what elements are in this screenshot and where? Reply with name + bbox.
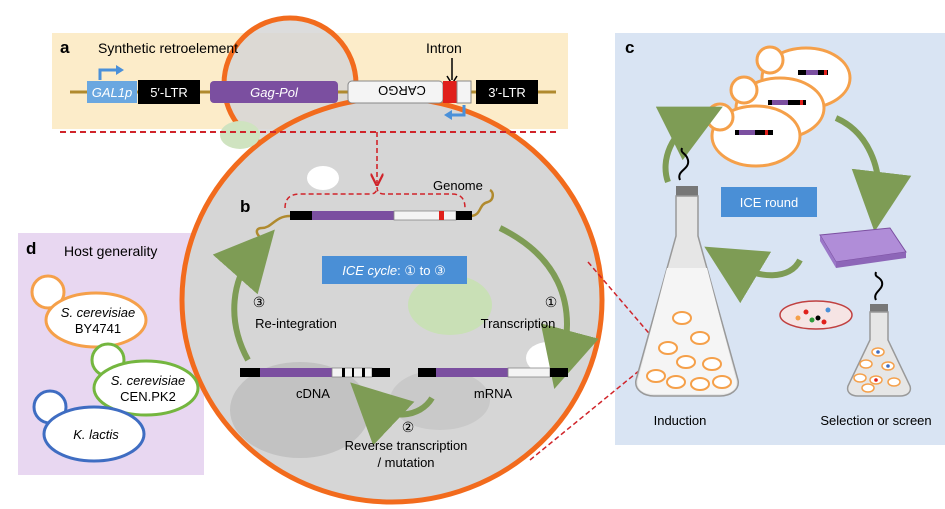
- cdna-ltr3: [372, 368, 390, 377]
- cdna-mutation-1: [342, 368, 345, 377]
- step2-label-line2: / mutation: [377, 455, 434, 470]
- panel-a-letter: a: [60, 38, 70, 57]
- mrna-ltr5: [418, 368, 436, 377]
- step1-number: ①: [545, 294, 558, 310]
- organelle-green: [220, 121, 260, 149]
- host1-bud: [30, 274, 66, 310]
- step3-label: Re-integration: [255, 316, 337, 331]
- reverse-transcription-arrow: [350, 382, 435, 446]
- ice-cycle-suffix: : ① to ③: [397, 263, 446, 278]
- panel-d-title: Host generality: [64, 243, 157, 259]
- gagpol-label: Gag-Pol: [250, 85, 299, 100]
- panel-d-letter: d: [26, 239, 36, 258]
- genome-dna-right: [469, 188, 494, 218]
- ice-round-box: [721, 187, 817, 217]
- promoter-arrow-icon: [98, 68, 118, 80]
- cycle-arrow-top-right: [834, 115, 912, 232]
- gal1p-block: [87, 81, 137, 103]
- genome-brace: [284, 186, 466, 209]
- ltr3-label: 3′-LTR: [488, 85, 526, 100]
- organelle-white: [307, 166, 339, 190]
- step1-label: Transcription: [481, 316, 556, 331]
- organelle-grey-blob: [230, 362, 370, 458]
- petri-dish: [779, 300, 853, 330]
- mrna-cargo: [507, 367, 551, 378]
- ice-cycle-box: [322, 256, 467, 284]
- reverse-promoter-arrow-icon: [450, 105, 466, 117]
- induction-flask: [635, 147, 739, 397]
- mrna-ltr3: [550, 368, 568, 377]
- host1-cell: [44, 291, 148, 349]
- transcription-arrow: [498, 225, 599, 389]
- ice-cycle-label: ICE cycle: ① to ③: [342, 263, 446, 278]
- host3-cell: [42, 405, 146, 463]
- genome-element-gagpol: [312, 211, 394, 220]
- gagpol-block: [210, 81, 338, 103]
- ltr5-label: 5′-LTR: [150, 85, 188, 100]
- selection-flask: [846, 271, 912, 397]
- selection-label: Selection or screen: [820, 413, 931, 428]
- step3-number: ③: [253, 294, 266, 310]
- panel-a: a Synthetic retroelement Intron GAL1p 5′…: [60, 38, 560, 183]
- cargo-label: CARGO: [378, 83, 426, 98]
- induction-label: Induction: [654, 413, 707, 428]
- intron-block: [443, 81, 457, 103]
- panel-c: c ICE round: [625, 38, 932, 428]
- host1-line2: BY4741: [75, 321, 121, 336]
- reintegration-arrow: [212, 229, 275, 362]
- panel-b-letter: b: [240, 197, 250, 216]
- cdna-ltr5: [240, 368, 260, 377]
- genome-element-ltr3: [456, 211, 472, 220]
- ice-round-label: ICE round: [740, 195, 799, 210]
- host2-line1: S. cerevisiae: [111, 373, 185, 388]
- mrna-gagpol: [436, 368, 508, 377]
- panel-c-letter: c: [625, 38, 634, 57]
- cdna-label: cDNA: [296, 386, 330, 401]
- genome-label: Genome: [433, 178, 483, 193]
- ltr3-block: [476, 80, 538, 104]
- ice-cycle-prefix: ICE cycle: [342, 263, 397, 278]
- genome-element-cargo: [393, 210, 457, 221]
- intron-label: Intron: [426, 40, 462, 56]
- genome-element-intron: [439, 211, 444, 220]
- host3-label: K. lactis: [73, 427, 119, 442]
- host2-cell: [92, 359, 200, 417]
- cdna-mutation-2: [352, 368, 354, 377]
- cycle-arrow-top-left: [655, 106, 723, 184]
- panel-d: d Host generality S. cerevisiae BY4741 S…: [26, 239, 200, 463]
- cdna-gagpol: [260, 368, 332, 377]
- panel-a-title: Synthetic retroelement: [98, 40, 238, 56]
- step2-number: ②: [402, 419, 415, 435]
- mrna-label: mRNA: [474, 386, 513, 401]
- gal1p-label: GAL1p: [92, 85, 132, 100]
- well-plate: [819, 227, 907, 268]
- genome-element-ltr5: [290, 211, 312, 220]
- panel-b: b Genome ICE cycle: ① to ③ ① Transcripti…: [212, 178, 599, 470]
- ltr5-block: [138, 80, 200, 104]
- host2-line2: CEN.PK2: [120, 389, 176, 404]
- organelle-green-large: [408, 275, 492, 335]
- step2-label-line1: Reverse transcription: [345, 438, 468, 453]
- cycle-arrow-bottom: [704, 246, 803, 304]
- host1-line1: S. cerevisiae: [61, 305, 135, 320]
- cdna-mutation-3: [362, 368, 365, 377]
